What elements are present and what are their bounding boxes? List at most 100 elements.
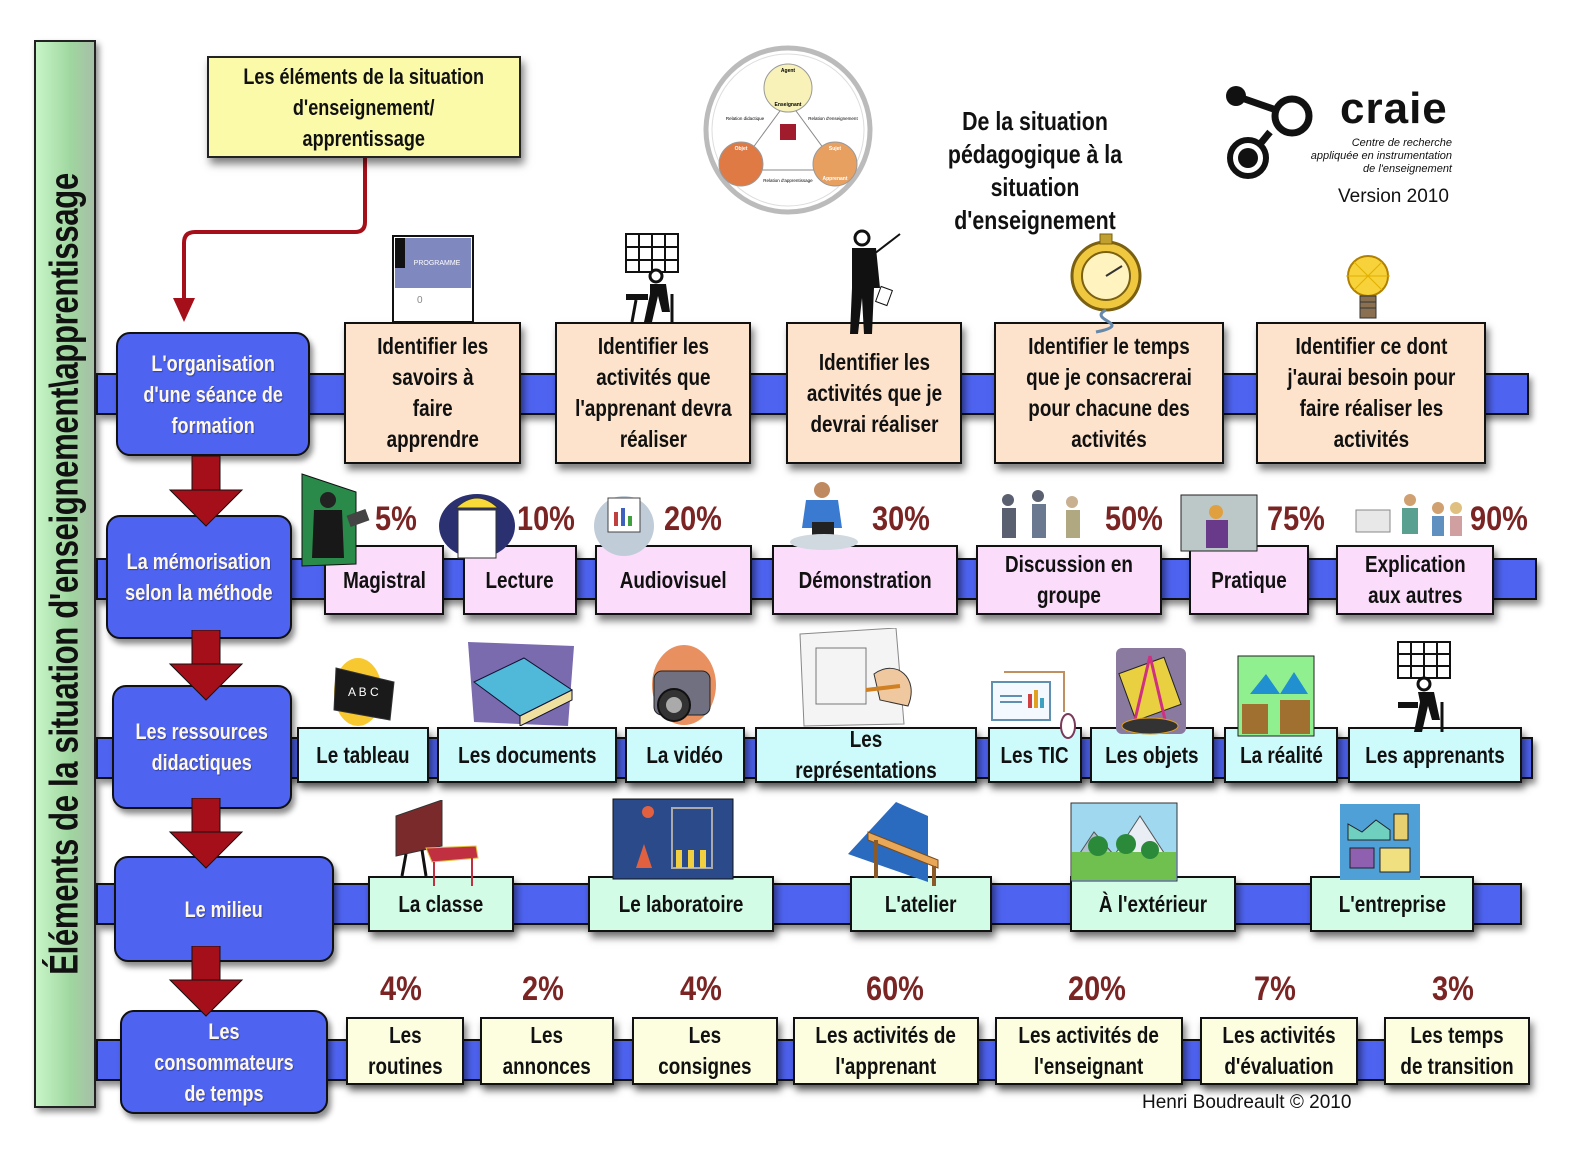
item-explication: Explication aux autres — [1336, 545, 1494, 615]
pct-annonces: 2% — [522, 970, 564, 1008]
student-at-desk-icon — [1397, 641, 1451, 732]
pct-demonstration: 30% — [872, 500, 930, 538]
landscape-icon — [1070, 802, 1178, 882]
item-classe: La classe — [368, 876, 514, 932]
pct-teacher-activities: 20% — [1068, 970, 1126, 1008]
item-apprenants: Les apprenants — [1348, 727, 1522, 783]
book-icon — [468, 642, 574, 726]
classroom-icon — [395, 800, 479, 886]
pct-lecture: 10% — [517, 500, 575, 538]
item-text: Identifier les activités que l'apprenant… — [574, 333, 732, 452]
item-text: Identifier les savoirs à faire apprendre — [376, 333, 489, 452]
item-text: Les représentations — [795, 726, 937, 783]
down-arrow-icon — [168, 798, 244, 869]
item-routines: Les routines — [346, 1017, 464, 1085]
item-text: Identifier le temps que je consacrerai p… — [1026, 333, 1192, 452]
student-at-desk-icon — [625, 233, 679, 323]
item-evaluation-activities: Les activités d'évaluation — [1200, 1017, 1358, 1085]
projector-icon — [594, 496, 654, 556]
item-objets: Les objets — [1090, 727, 1214, 783]
explaining-icon — [1355, 494, 1462, 536]
cycle-rel-teaching-label: Relation d'enseignement — [808, 116, 858, 121]
item-text: Démonstration — [798, 566, 932, 593]
pct-audiovisuel: 20% — [664, 500, 722, 538]
row-label-text: La mémorisation selon la méthode — [125, 549, 273, 605]
laboratory-icon — [612, 798, 734, 880]
row-label-text: L'organisation d'une séance de formation — [143, 350, 283, 438]
row-label-time-consumers: Les consommateurs de temps — [120, 1010, 328, 1114]
item-text: Les objets — [1105, 741, 1199, 768]
item-audiovisuel: Audiovisuel — [595, 545, 752, 615]
item-identify-needs: Identifier ce dont j'aurai besoin pour f… — [1256, 322, 1486, 464]
chalkboard-icon: A B C — [333, 658, 395, 726]
computer-screen-icon — [991, 671, 1076, 739]
row-label-text: Les consommateurs de temps — [154, 1018, 294, 1106]
workbench-icon — [848, 802, 939, 886]
item-annonces: Les annonces — [480, 1017, 614, 1085]
pct-learner-activities: 60% — [866, 970, 924, 1008]
group-discussion-icon — [1002, 490, 1080, 538]
pct-consignes: 4% — [680, 970, 722, 1008]
pct-transition-time: 3% — [1432, 970, 1474, 1008]
item-laboratoire: Le laboratoire — [588, 876, 774, 932]
item-pratique: Pratique — [1189, 545, 1309, 615]
item-text: Les documents — [457, 741, 597, 768]
item-text: Les temps de transition — [1400, 1022, 1514, 1079]
cycle-object-label: Objet — [735, 146, 748, 152]
item-entreprise: L'entreprise — [1310, 876, 1474, 932]
pct-pratique: 75% — [1267, 500, 1325, 538]
item-identify-knowledge: Identifier les savoirs à faire apprendre — [344, 322, 521, 464]
drawing-hand-icon — [799, 628, 912, 727]
item-text: Les routines — [367, 1022, 443, 1079]
pct-routines: 4% — [380, 970, 422, 1008]
worker-practice-icon — [1180, 494, 1258, 552]
svg-text:PROGRAMME: PROGRAMME — [414, 260, 461, 267]
item-text: La vidéo — [646, 741, 724, 768]
cycle-rel-learning-label: Relation d'apprentissage — [763, 178, 813, 183]
item-tableau: Le tableau — [297, 727, 429, 783]
item-text: Discussion en groupe — [1005, 551, 1133, 608]
down-arrow-icon — [168, 456, 244, 527]
pct-evaluation-activities: 7% — [1254, 970, 1296, 1008]
pedagogical-situation-diagram: Agent Enseignant Objet Sujet Apprenant R… — [703, 45, 873, 215]
item-text: Lecture — [485, 566, 555, 593]
item-identify-time: Identifier le temps que je consacrerai p… — [994, 322, 1224, 464]
item-representations: Les représentations — [755, 726, 977, 783]
top-note: Les éléments de la situation d'enseignem… — [207, 56, 521, 158]
reader-icon — [439, 494, 515, 559]
cycle-agent-label: Agent — [781, 68, 796, 74]
craie-subtitle: Centre de recherche appliquée en instrum… — [1310, 137, 1452, 175]
item-text: Les annonces — [502, 1022, 592, 1079]
item-text: La réalité — [1239, 741, 1323, 768]
program-book-icon: PROGRAMME 0 — [392, 235, 474, 323]
cycle-rel-didactic-label: Relation didactique — [726, 116, 765, 121]
pct-explication: 90% — [1470, 500, 1528, 538]
down-arrow-icon — [168, 630, 244, 701]
item-text: À l'extérieur — [1098, 890, 1208, 917]
row-label-resources: Les ressources didactiques — [112, 685, 292, 809]
item-text: Identifier les activités que je devrai r… — [806, 348, 942, 437]
row-label-text: Le milieu — [184, 896, 264, 922]
row-label-text: Les ressources didactiques — [135, 719, 269, 775]
pct-discussion: 50% — [1105, 500, 1163, 538]
top-note-text: Les éléments de la situation d'enseignem… — [243, 63, 485, 151]
cycle-subject-label: Sujet — [829, 146, 842, 152]
item-discussion: Discussion en groupe — [976, 545, 1162, 615]
item-text: Les apprenants — [1365, 741, 1505, 768]
item-text: Les activités de l'enseignant — [1018, 1022, 1160, 1079]
svg-text:0: 0 — [417, 295, 423, 306]
item-text: Le laboratoire — [618, 890, 744, 917]
cycle-learner-label: Apprenant — [823, 176, 848, 182]
item-teacher-activities: Les activités de l'enseignant — [995, 1017, 1183, 1085]
version-label: Version 2010 — [1338, 186, 1449, 207]
pct-magistral: 5% — [375, 500, 417, 538]
side-title: Éléments de la situation d'enseignement\… — [42, 173, 87, 975]
item-text: Magistral — [342, 566, 426, 593]
lecturer-icon — [301, 473, 370, 567]
item-text: Les activités de l'apprenant — [815, 1022, 957, 1079]
svg-text:A B C: A B C — [348, 685, 379, 699]
item-text: L'entreprise — [1338, 890, 1446, 917]
objects-icon — [1116, 648, 1186, 735]
item-text: La classe — [398, 890, 484, 917]
row-label-milieu: Le milieu — [114, 856, 334, 962]
